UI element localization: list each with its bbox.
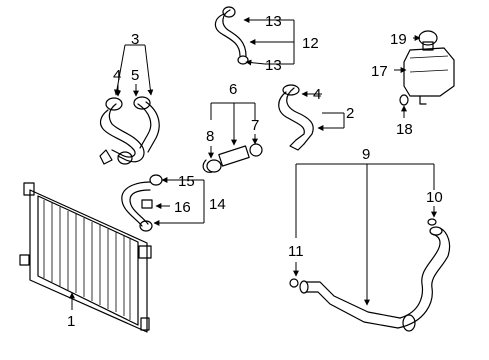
callout-10: 10: [426, 189, 443, 206]
radiator-part: [19, 182, 152, 333]
callout-15: 15: [178, 173, 195, 190]
callout-4-left: 4: [113, 67, 121, 84]
callout-12: 12: [302, 35, 319, 52]
callout-13-bottom: 13: [265, 57, 282, 74]
callout-7: 7: [251, 117, 259, 134]
callout-8: 8: [206, 128, 214, 145]
callout-14: 14: [209, 196, 226, 213]
leader-lines: [69, 17, 437, 310]
callout-11: 11: [288, 243, 304, 260]
upper-hose-assembly-part: [99, 96, 160, 165]
callout-1: 1: [67, 313, 75, 330]
callout-19: 19: [390, 31, 407, 48]
bypass-hose-part: [214, 6, 249, 65]
callout-9: 9: [362, 146, 370, 163]
coolant-pipe-part: [202, 143, 263, 173]
expansion-tank-part: [399, 30, 455, 106]
callout-4-right: 4: [313, 86, 321, 103]
callout-13-top: 13: [265, 13, 282, 30]
callout-5: 5: [131, 67, 139, 84]
lower-hose-part: [278, 84, 314, 151]
callout-labels: 1 2 3 4 4 5 6 7 8 9 10 11 12 13 13 14 15…: [67, 13, 443, 330]
callout-3: 3: [131, 31, 139, 48]
callout-2: 2: [346, 105, 354, 122]
callout-18: 18: [396, 121, 413, 138]
callout-16: 16: [174, 199, 191, 216]
callout-6: 6: [229, 81, 237, 98]
callout-17: 17: [371, 63, 388, 80]
outlet-pipe-part: [289, 218, 451, 332]
